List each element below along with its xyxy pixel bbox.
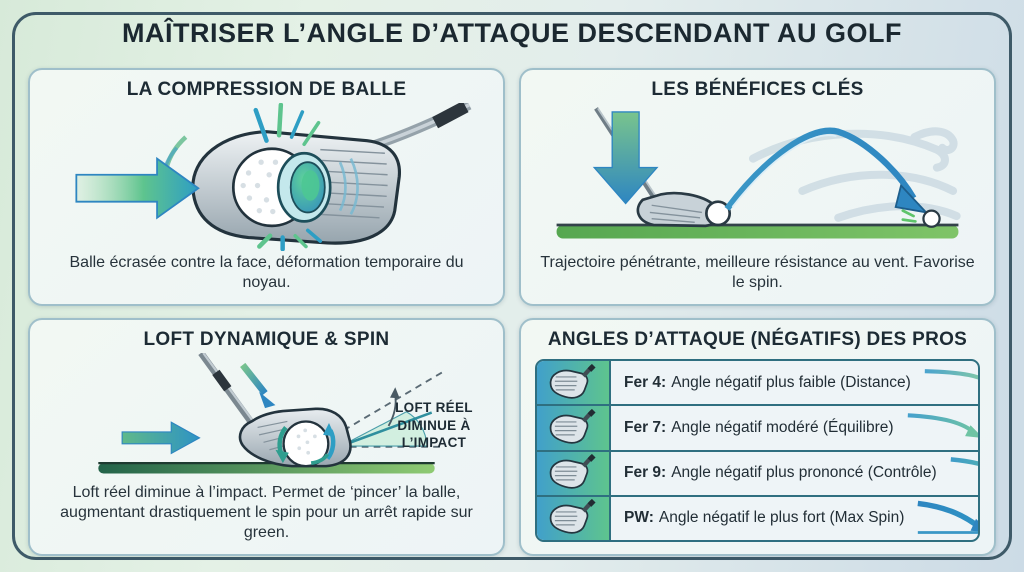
compression-illustration — [30, 103, 503, 251]
table-row-fer4: Fer 4:Angle négatif plus faible (Distanc… — [537, 361, 978, 407]
iron-club-icon — [537, 361, 611, 405]
table-row-fer9: Fer 9:Angle négatif plus prononcé (Contr… — [537, 451, 978, 497]
club-description: Angle négatif plus faible (Distance) — [671, 373, 911, 391]
descent-arrow-icon — [894, 406, 978, 449]
descent-arrow-icon — [937, 452, 978, 495]
panel-pros: ANGLES D’ATTAQUE (NÉGATIFS) DES PROS Fer… — [519, 318, 996, 556]
iron-club-icon — [537, 496, 611, 540]
iron-club-icon — [537, 406, 611, 450]
club-description: Angle négatif plus prononcé (Contrôle) — [671, 464, 937, 482]
descent-arrow-icon — [904, 497, 978, 540]
panel-compression-caption: Balle écrasée contre la face, déformatio… — [69, 254, 464, 291]
club-description: Angle négatif le plus fort (Max Spin) — [658, 509, 905, 527]
golf-ball-compression-icon — [75, 103, 472, 251]
dynamic-loft-icon — [98, 353, 443, 474]
panel-loft-title: LOFT DYNAMIQUE & SPIN — [143, 329, 390, 350]
club-label: Fer 9: — [624, 464, 667, 482]
loft-annotation: LOFT RÉEL DIMINUE À L’IMPACT — [395, 400, 473, 451]
table-row-pw: PW:Angle négatif le plus fort (Max Spin) — [537, 496, 978, 540]
club-description: Angle négatif modéré (Équilibre) — [671, 418, 894, 436]
panel-pros-title: ANGLES D’ATTAQUE (NÉGATIFS) DES PROS — [547, 329, 968, 350]
ball-trajectory-icon — [556, 107, 961, 239]
club-label: PW: — [624, 509, 654, 527]
panel-compression: LA COMPRESSION DE BALLE — [28, 68, 505, 306]
club-label: Fer 7: — [624, 418, 667, 436]
trajectory-illustration — [521, 103, 994, 251]
panel-compression-title: LA COMPRESSION DE BALLE — [126, 79, 407, 100]
iron-club-icon — [537, 451, 611, 495]
panel-grid: LA COMPRESSION DE BALLE — [28, 68, 996, 556]
panel-loft: LOFT DYNAMIQUE & SPIN — [28, 318, 505, 556]
panel-benefits-caption: Trajectoire pénétrante, meilleure résist… — [540, 254, 975, 291]
pros-table: Fer 4:Angle négatif plus faible (Distanc… — [535, 359, 980, 542]
panel-loft-caption: Loft réel diminue à l’impact. Permet de … — [60, 484, 473, 541]
table-row-fer7: Fer 7:Angle négatif modéré (Équilibre) — [537, 406, 978, 452]
page-title: MAÎTRISER L’ANGLE D’ATTAQUE DESCENDANT A… — [122, 18, 902, 48]
loft-illustration: LOFT RÉEL DIMINUE À L’IMPACT — [30, 353, 503, 481]
panel-benefits-title: LES BÉNÉFICES CLÉS — [651, 79, 864, 100]
descent-arrow-icon — [911, 361, 978, 404]
club-label: Fer 4: — [624, 373, 667, 391]
panel-benefits: LES BÉNÉFICES CLÉS — [519, 68, 996, 306]
